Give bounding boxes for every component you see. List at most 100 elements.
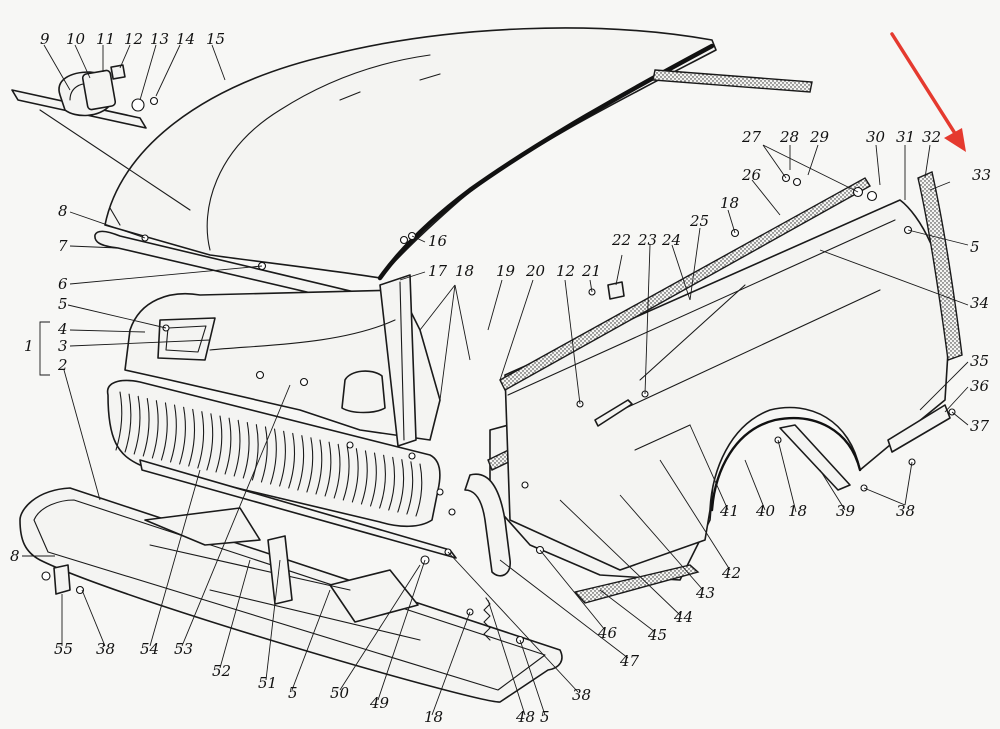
grille-bar — [288, 432, 296, 489]
callout-label: 30 — [866, 128, 886, 146]
callout-label: 18 — [720, 194, 739, 212]
grille-bar — [233, 419, 241, 477]
grille-bar — [179, 406, 186, 465]
callout-label: 7 — [58, 237, 68, 255]
grille-bar — [351, 448, 359, 503]
callout-label: 47 — [619, 652, 640, 670]
callout-label: 21 — [581, 262, 601, 280]
callout-label: 6 — [58, 275, 68, 293]
callout-label: 8 — [10, 547, 20, 565]
grille-bar — [242, 421, 250, 479]
callout-label: 23 — [637, 231, 657, 249]
callout-label: 12 — [124, 30, 143, 48]
hood-rear-seal-strip — [652, 69, 813, 93]
callout-label: 39 — [836, 502, 856, 520]
hood-emblem-assembly — [11, 64, 191, 211]
callout-label: 26 — [741, 166, 762, 184]
callout-label: 5 — [540, 708, 550, 726]
callout-label: 40 — [755, 502, 776, 520]
grille-bar — [169, 404, 177, 463]
callout-label: 22 — [611, 231, 631, 249]
callout-label: 11 — [96, 30, 115, 48]
callout-label: 18 — [788, 502, 807, 520]
fender-support-brace — [779, 424, 851, 491]
callout-label: 31 — [896, 128, 915, 146]
callout-label: 16 — [428, 232, 448, 250]
callout-label: 13 — [150, 30, 169, 48]
callout-label: 5 — [58, 295, 68, 313]
grille-upper-molding — [139, 459, 457, 559]
tension-spring — [483, 597, 491, 641]
callout-label: 54 — [140, 640, 159, 658]
callout-label: 55 — [54, 640, 73, 658]
callout-label: 51 — [258, 674, 277, 692]
grille-bar — [388, 456, 396, 511]
callout-label: 36 — [970, 377, 990, 395]
callout-label: 43 — [695, 584, 715, 602]
callout-label: 10 — [66, 30, 86, 48]
grille-bar — [124, 393, 132, 453]
callout-label: 9 — [40, 30, 50, 48]
callout-label: 5 — [288, 684, 298, 702]
grille-bar — [215, 415, 223, 473]
callout-label: 48 — [515, 708, 535, 726]
grille-bar — [406, 461, 414, 515]
grille-bar — [142, 397, 150, 457]
callout-label: 18 — [455, 262, 474, 280]
callout-label: 5 — [970, 238, 980, 256]
grille-bar — [315, 439, 323, 495]
callout-label: 14 — [176, 30, 195, 48]
callout-labels: 9 10 11 12 13 14 15 8 7 16 6 17 18 5 4 3… — [10, 30, 991, 726]
callout-label: 4 — [57, 320, 68, 338]
grille-bar — [379, 454, 386, 509]
callout-label: 38 — [896, 502, 915, 520]
callout-label: 33 — [972, 166, 991, 184]
grille-bar — [297, 435, 305, 491]
grille-bar — [369, 452, 377, 507]
callout-label: 3 — [58, 337, 68, 355]
grille-bar — [197, 411, 205, 469]
grille-bar — [260, 426, 268, 483]
fender-side-moldings — [594, 284, 746, 451]
lower-deflector-plates — [144, 507, 421, 641]
grille-bar — [324, 441, 332, 497]
callout-label: 53 — [174, 640, 193, 658]
front-upper-panel — [124, 274, 441, 447]
radiator-grille — [106, 379, 441, 528]
grille-bar — [360, 450, 368, 505]
grille-bar — [415, 463, 423, 517]
grille-bar — [160, 402, 168, 461]
callout-label: 29 — [809, 128, 830, 146]
callout-label: 25 — [689, 212, 709, 230]
callout-label: 41 — [719, 502, 739, 520]
callout-leader-lines — [22, 44, 969, 716]
callout-label: 18 — [424, 708, 443, 726]
callout-label: 20 — [525, 262, 546, 280]
callout-label: 35 — [970, 352, 989, 370]
callout-label: 1 — [24, 337, 34, 355]
callout-label: 50 — [330, 684, 350, 702]
grille-bar — [224, 417, 232, 475]
callout-label: 37 — [970, 417, 990, 435]
callout-label: 15 — [206, 30, 225, 48]
grille-bar — [342, 445, 350, 501]
grille-bar — [206, 413, 214, 471]
grille-bar — [306, 437, 314, 493]
callout-label: 32 — [922, 128, 941, 146]
grille-bar — [279, 430, 286, 487]
callout-label: 19 — [496, 262, 516, 280]
fender-rear-flap — [887, 404, 951, 453]
callout-label: 45 — [647, 626, 667, 644]
callout-label: 34 — [970, 294, 989, 312]
callout-label: 38 — [96, 640, 115, 658]
grille-bar — [269, 428, 277, 485]
grille-bar — [397, 459, 405, 513]
grille-bar — [333, 443, 341, 499]
callout-label: 42 — [721, 564, 741, 582]
callout-label: 2 — [57, 356, 68, 374]
grille-bar — [188, 408, 196, 467]
callout-label: 44 — [673, 608, 693, 626]
bumper-brackets — [41, 535, 293, 605]
callout-label: 28 — [779, 128, 799, 146]
